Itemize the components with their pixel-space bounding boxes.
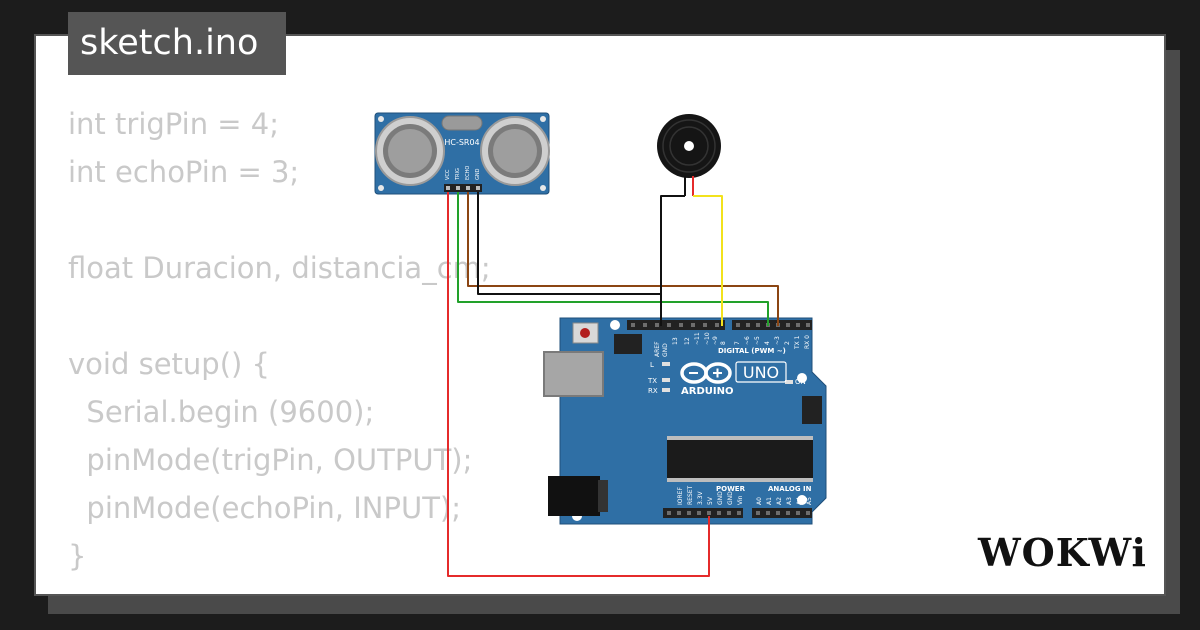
code-line: int trigPin = 4;: [68, 107, 280, 141]
buzzer[interactable]: [657, 114, 721, 196]
code-line: pinMode(trigPin, OUTPUT);: [68, 443, 473, 477]
pin-label-gnd: GND: [662, 343, 669, 357]
pin-label-8: 8: [720, 341, 727, 345]
pin-label-7: 7: [734, 341, 741, 345]
power-jack: [548, 476, 608, 516]
ultrasonic-sensor[interactable]: HC-SR04 VCC TRIG ECHO GND: [374, 112, 550, 195]
pin-label-5: ~5: [754, 336, 761, 345]
pin-label-rx0: RX 0: [804, 335, 811, 349]
power-label: POWER: [716, 485, 746, 493]
led-rx-label: RX: [648, 387, 658, 395]
pin-label-5v: 5V: [707, 496, 714, 505]
wire-buzzer-pin8[interactable]: [693, 195, 723, 326]
file-tab[interactable]: sketch.ino: [68, 12, 286, 75]
pin-label-aref: AREF: [654, 341, 661, 357]
led-tx: [662, 378, 670, 382]
led-l-label: L: [650, 361, 654, 369]
sensor-pin-echo: ECHO: [465, 166, 471, 180]
arduino-logo: [680, 362, 732, 384]
wire-echo-pin3[interactable]: [467, 192, 779, 326]
led-rx: [662, 388, 670, 392]
code-line: void setup() {: [68, 347, 270, 381]
code-line: }: [68, 539, 87, 573]
board-brand: ARDUINO: [681, 386, 733, 397]
usb-connector: [543, 351, 604, 397]
pin-label-3: ~3: [774, 336, 781, 345]
pin-label-3v3: 3.3V: [697, 490, 704, 505]
pin-label-gnd2: GND: [727, 491, 734, 505]
pin-label-6: ~6: [744, 336, 751, 345]
sensor-pin-trig: TRIG: [455, 168, 461, 181]
pin-label-13: 13: [672, 337, 679, 345]
reset-button[interactable]: [572, 322, 599, 344]
wire-vcc-5v[interactable]: [447, 192, 710, 577]
code-line: int echoPin = 3;: [68, 155, 300, 189]
wokwi-logo: WOKWi: [977, 530, 1147, 575]
arduino-uno-board[interactable]: AREF GND 13 12 ~11 ~10 ~9 8 7 ~6 ~5 4 ~3…: [543, 317, 827, 525]
pin-label-tx1: TX 1: [794, 335, 801, 350]
microcontroller-chip: [667, 436, 813, 482]
pin-label-10: ~10: [704, 332, 711, 345]
analog-label: ANALOG IN: [768, 485, 812, 493]
pin-label-gnd1: GND: [717, 491, 724, 505]
crystal: [441, 115, 483, 131]
led-l: [662, 362, 670, 366]
pin-label-reset: RESET: [687, 485, 694, 505]
wire-gnd-sensor[interactable]: [477, 192, 662, 326]
sensor-pin-vcc: VCC: [445, 169, 451, 180]
wire-buzzer-gnd[interactable]: [660, 195, 685, 326]
sensor-pin-gnd: GND: [475, 168, 481, 180]
wire-trig-pin4[interactable]: [457, 192, 769, 326]
board-model: UNO: [743, 363, 779, 382]
transducer-right: [480, 116, 550, 186]
digital-label: DIGITAL (PWM ~): [718, 347, 786, 355]
pin-label-a5: A5: [806, 497, 813, 505]
pin-label-12: 12: [684, 337, 691, 345]
pin-label-2: 2: [784, 341, 791, 345]
pin-label-11: ~11: [694, 332, 701, 345]
led-tx-label: TX: [647, 377, 657, 385]
icsp-header: [614, 334, 822, 424]
led-on-label: ON: [795, 378, 806, 386]
pin-label-a0: A0: [756, 497, 763, 505]
pin-label-a2: A2: [776, 497, 783, 505]
pin-label-4: 4: [764, 341, 771, 345]
led-on: [785, 380, 793, 384]
svg-text:WOKWi: WOKWi: [977, 530, 1147, 575]
code-preview: int trigPin = 4;int echoPin = 3;float Du…: [68, 100, 491, 580]
code-line: pinMode(echoPin, INPUT);: [68, 491, 462, 525]
pin-label-a1: A1: [766, 497, 773, 505]
pin-label-a3: A3: [786, 497, 793, 505]
pin-label-9: ~9: [712, 336, 719, 345]
sensor-label: HC-SR04: [444, 138, 479, 147]
pin-label-ioref: IOREF: [677, 487, 684, 505]
pin-label-vin: Vin: [737, 495, 744, 505]
code-line: Serial.begin (9600);: [68, 395, 375, 429]
pin-label-a4: A4: [796, 497, 803, 505]
transducer-left: [375, 116, 445, 186]
